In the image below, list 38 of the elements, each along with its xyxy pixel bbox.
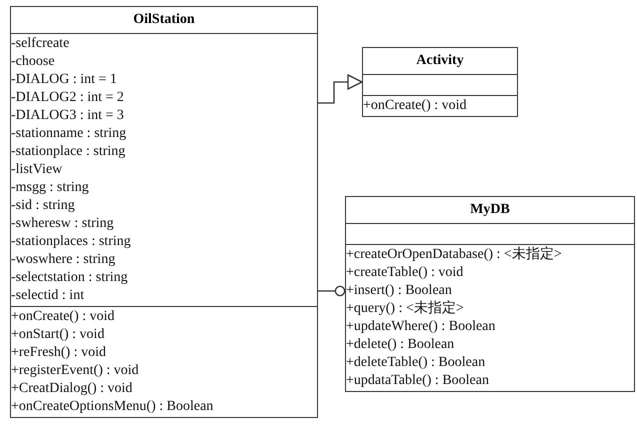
- method-text: +reFresh() : void: [11, 344, 106, 362]
- method-text: +registerEvent() : void: [11, 362, 139, 380]
- method-text: +deleteTable() : Boolean: [346, 354, 486, 372]
- method-text: +createOrOpenDatabase() : <未指定>: [346, 246, 562, 264]
- method-text: +insert() : Boolean: [346, 282, 452, 300]
- method-text: +onCreate() : void: [363, 97, 467, 115]
- method-text: +updateWhere() : Boolean: [346, 318, 496, 336]
- attribute-text: -listView: [11, 161, 62, 179]
- attribute-text: -stationplace : string: [11, 143, 126, 161]
- attribute-text: -selfcreate: [11, 35, 70, 53]
- attribute-text: -stationname : string: [11, 125, 126, 143]
- class-name: MyDB: [470, 202, 510, 217]
- attribute-text: -msgg : string: [11, 179, 89, 197]
- method-text: +createTable() : void: [346, 264, 464, 282]
- attribute-text: -woswhere : string: [11, 251, 116, 269]
- attribute-text: -swheresw : string: [11, 215, 114, 233]
- attribute-text: -DIALOG : int = 1: [11, 71, 117, 89]
- attribute-text: -selectstation : string: [11, 269, 128, 287]
- method-text: +onStart() : void: [11, 326, 104, 344]
- method-text: +updataTable() : Boolean: [346, 372, 489, 390]
- attribute-text: -DIALOG3 : int = 3: [11, 107, 124, 125]
- class-name: Activity: [416, 53, 464, 68]
- method-text: +onCreateOptionsMenu() : Boolean: [11, 398, 214, 416]
- class-box: [10, 6, 318, 418]
- attribute-text: -DIALOG2 : int = 2: [11, 89, 124, 107]
- class-box: [362, 47, 518, 117]
- generalization-arrow: [318, 74, 363, 104]
- attribute-text: -selectid : int: [11, 287, 84, 305]
- class-name: OilStation: [133, 12, 195, 27]
- method-text: +query() : <未指定>: [346, 300, 464, 318]
- interface-connector: [318, 286, 346, 296]
- attribute-text: -sid : string: [11, 197, 75, 215]
- attribute-text: -choose: [11, 53, 55, 71]
- method-text: +onCreate() : void: [11, 308, 115, 326]
- class-box: [345, 196, 635, 392]
- method-text: +CreatDialog() : void: [11, 380, 132, 398]
- attribute-text: -stationplaces : string: [11, 233, 131, 251]
- method-text: +delete() : Boolean: [346, 336, 454, 354]
